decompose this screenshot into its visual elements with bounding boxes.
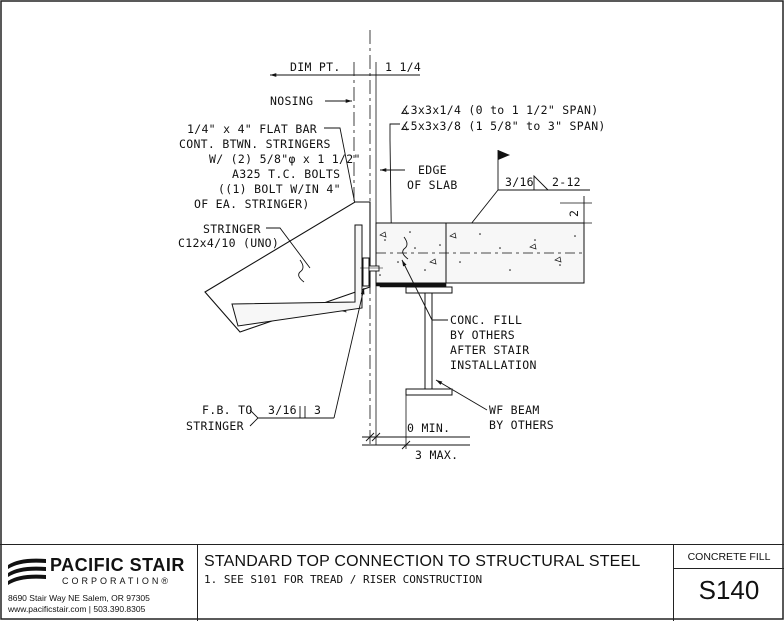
- company-address: 8690 Stair Way NE Salem, OR 97305: [8, 593, 150, 603]
- fb-label-2: STRINGER: [186, 419, 244, 433]
- bolt: [368, 265, 380, 272]
- title-block: PACIFIC STAIR CORPORATION® 8690 Stair Wa…: [0, 544, 784, 621]
- weld-size-label: 3/16: [505, 175, 534, 189]
- flat-bar-label-3: W/ (2) 5/8"φ x 1 1/2": [209, 152, 361, 166]
- flat-bar-label-2: CONT. BTWN. STRINGERS: [179, 137, 331, 151]
- min-tick-a: [365, 432, 375, 442]
- max-label: 3 MAX.: [415, 448, 458, 462]
- beam-label-2: BY OTHERS: [489, 418, 554, 432]
- beam-label-1: WF BEAM: [489, 403, 540, 417]
- min-label: 0 MIN.: [407, 421, 450, 435]
- angle-label-2: ∡5x3x3/8 (1 5/8" to 3" SPAN): [400, 119, 606, 133]
- angle-leader: [389, 123, 400, 281]
- fb-weld-length: 3: [314, 403, 321, 417]
- dim-pt-label: DIM PT.: [290, 60, 341, 74]
- flat-bar-label-1: 1/4" x 4" FLAT BAR: [187, 122, 317, 136]
- drawing-title: STANDARD TOP CONNECTION TO STRUCTURAL ST…: [204, 553, 641, 570]
- company-subtitle: CORPORATION®: [62, 576, 171, 586]
- weld-pitch-label: 2-12: [552, 175, 581, 189]
- conc-label-1: CONC. FILL: [450, 313, 522, 327]
- sheet-info: CONCRETE FILL S140: [674, 545, 784, 621]
- stringer-channel: [204, 201, 371, 333]
- sheet-number: S140: [698, 575, 760, 605]
- edge-label-1: EDGE: [418, 163, 447, 177]
- drawing-note: 1. SEE S101 FOR TREAD / RISER CONSTRUCTI…: [204, 573, 483, 586]
- support-angle: [375, 282, 447, 288]
- fb-weld-size: 3/16: [268, 403, 297, 417]
- beam-bottom-flange: [405, 388, 453, 396]
- weld-flag: [498, 150, 510, 160]
- break-line: [298, 259, 305, 283]
- min-tick-b: [371, 432, 381, 442]
- beam-top-flange: [405, 286, 453, 294]
- stringer-leader: [266, 227, 311, 269]
- max-tick: [401, 440, 411, 450]
- stringer-tread: [231, 224, 363, 327]
- logo-area: PACIFIC STAIR CORPORATION® 8690 Stair Wa…: [0, 545, 198, 621]
- company-web-phone: www.pacificstair.com | 503.390.8305: [8, 604, 146, 614]
- conc-label-4: INSTALLATION: [450, 358, 537, 372]
- edge-label-2: OF SLAB: [407, 178, 458, 192]
- break-line-2: [402, 236, 409, 260]
- nosing-label: NOSING: [270, 94, 313, 108]
- stringer-label-1: STRINGER: [203, 222, 261, 236]
- dim-2-label: 2: [567, 210, 581, 217]
- flat-bar-label-5: ((1) BOLT W/IN 4": [218, 182, 341, 196]
- flat-bar-label-6: OF EA. STRINGER): [194, 197, 310, 211]
- fillet-symbol: [533, 174, 549, 191]
- company-name: PACIFIC STAIR: [50, 555, 185, 575]
- conc-label-2: BY OTHERS: [450, 328, 515, 342]
- title-area: STANDARD TOP CONNECTION TO STRUCTURAL ST…: [198, 545, 674, 621]
- flat-bar: [362, 257, 370, 287]
- angle-label-1: ∡3x3x1/4 (0 to 1 1/2" SPAN): [400, 103, 598, 117]
- conc-leader: [401, 259, 448, 321]
- flat-bar-label-4: A325 T.C. BOLTS: [232, 167, 340, 181]
- fb-weld-arrow: [333, 287, 365, 419]
- conc-label-3: AFTER STAIR: [450, 343, 529, 357]
- pacific-stair-logo-icon: [8, 558, 46, 585]
- dim-1-1-4-label: 1 1/4: [385, 60, 421, 74]
- beam-leader: [435, 379, 488, 411]
- fb-label-1: F.B. TO: [202, 403, 253, 417]
- stringer-label-2: C12x4/10 (UNO): [178, 236, 279, 250]
- drawing-category: CONCRETE FILL: [674, 545, 784, 569]
